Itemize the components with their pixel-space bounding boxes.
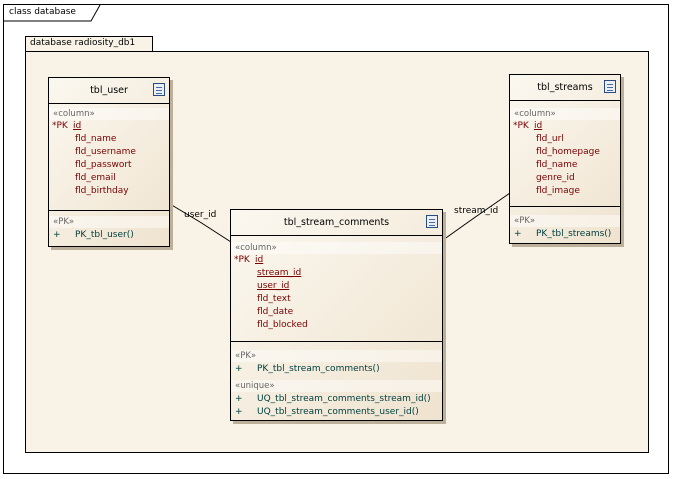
column-row[interactable]: *PK id [231,254,442,267]
pk-flag: *PK [52,121,68,131]
pk-section: «PK» + PK_tbl_streams() [510,206,620,245]
operation-row[interactable]: + PK_tbl_streams() [510,228,620,241]
column-name: fld_homepage [536,147,600,157]
column-row[interactable]: *PK id [49,120,169,133]
pk-flag: *PK [234,255,250,265]
package-tab: database radiosity_db1 [25,36,153,51]
connector-label-stream-id: stream_id [454,206,499,216]
column-row[interactable]: fld_url [510,133,620,146]
diagram-title: class database [9,7,76,17]
operation-row[interactable]: + PK_tbl_stream_comments() [231,363,442,376]
column-name: fld_birthday [75,186,129,196]
table-header: tbl_user [49,78,169,104]
operation-visibility: + [235,394,243,404]
operation-row[interactable]: + PK_tbl_user() [49,229,169,242]
operation-visibility: + [514,229,522,239]
frame-tab-outline [3,4,101,22]
column-name: user_id [257,281,290,291]
column-name: fld_passwort [75,160,132,170]
pk-flag: *PK [513,121,529,131]
pk-stereotype: «PK» [510,215,620,227]
column-row[interactable]: fld_date [231,306,442,319]
column-row[interactable]: fld_homepage [510,146,620,159]
pk-stereotype: «PK» [49,216,169,228]
column-name: fld_username [75,147,136,157]
column-name: fld_blocked [257,320,308,330]
column-name: stream_id [257,268,302,278]
column-name: fld_date [257,307,294,317]
connector-label-user-id: user_id [184,210,217,220]
column-name: fld_text [257,294,291,304]
package-title: database radiosity_db1 [30,38,136,48]
operation-name: PK_tbl_user() [75,230,134,240]
column-row[interactable]: stream_id [231,267,442,280]
column-name: id [73,121,82,131]
column-name: fld_name [536,160,578,170]
column-row[interactable]: genre_id [510,172,620,185]
column-row[interactable]: fld_passwort [49,159,169,172]
table-name: tbl_stream_comments [283,217,390,228]
column-name: fld_email [75,173,116,183]
table-tbl-streams[interactable]: tbl_streams «column» *PK id fld_url fld_hom… [509,74,621,244]
pk-section: «PK» + PK_tbl_stream_comments() «unique»… [231,341,442,422]
column-row[interactable]: fld_email [49,172,169,185]
column-name: genre_id [536,173,575,183]
table-name: tbl_streams [537,82,593,93]
column-row[interactable]: user_id [231,280,442,293]
table-header: tbl_streams [510,75,620,101]
column-row[interactable]: fld_text [231,293,442,306]
unique-stereotype: «unique» [231,380,442,392]
operation-visibility: + [235,364,243,374]
column-name: id [255,255,264,265]
column-row[interactable]: fld_image [510,185,620,198]
column-row[interactable]: fld_name [510,159,620,172]
pk-stereotype: «PK» [231,350,442,362]
table-icon [153,83,165,96]
operation-visibility: + [235,407,243,417]
column-row[interactable]: fld_blocked [231,319,442,332]
column-row[interactable]: fld_username [49,146,169,159]
column-name: fld_name [75,134,117,144]
column-row[interactable]: *PK id [510,120,620,133]
operation-name: PK_tbl_stream_comments() [257,364,380,374]
column-row[interactable]: fld_name [49,133,169,146]
operation-row[interactable]: + UQ_tbl_stream_comments_user_id() [231,406,442,419]
column-name: id [534,121,543,131]
pk-section: «PK» + PK_tbl_user() [49,210,169,248]
table-icon [604,80,616,93]
table-tbl-user[interactable]: tbl_user «column» *PK id fld_name fld_usern… [48,77,170,247]
table-header: tbl_stream_comments [231,210,442,236]
column-stereotype: «column» [231,242,442,254]
table-icon [426,215,438,228]
table-name: tbl_user [90,85,128,96]
operation-name: UQ_tbl_stream_comments_stream_id() [257,394,431,404]
operation-name: UQ_tbl_stream_comments_user_id() [257,407,419,417]
operation-visibility: + [53,230,61,240]
column-name: fld_image [536,186,580,196]
table-tbl-stream-comments[interactable]: tbl_stream_comments «column» *PK id stream… [230,209,443,421]
column-stereotype: «column» [49,108,169,120]
operation-row[interactable]: + UQ_tbl_stream_comments_stream_id() [231,393,442,406]
operation-name: PK_tbl_streams() [536,229,612,239]
column-row[interactable]: fld_birthday [49,185,169,198]
column-name: fld_url [536,134,564,144]
column-stereotype: «column» [510,108,620,120]
